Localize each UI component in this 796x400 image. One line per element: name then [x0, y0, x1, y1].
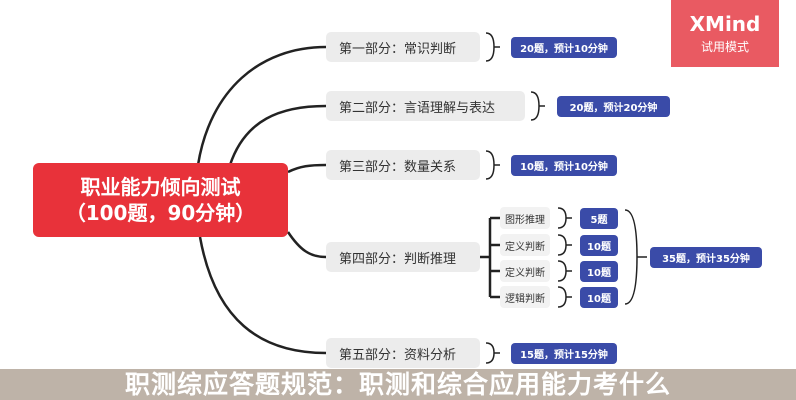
branch-label: 第五部分：资料分析	[339, 347, 457, 363]
sub-badge[interactable]: 5题	[580, 208, 618, 229]
branch-label: 第四部分：判断推理	[339, 251, 457, 267]
sub-topic[interactable]: 图形推理	[500, 207, 550, 229]
branch-2[interactable]: 第二部分：言语理解与表达	[326, 91, 525, 121]
root-label: 职业能力倾向测试（100题，90分钟）	[65, 175, 256, 225]
banner-title: 职测综应答题规范：职测和综合应用能力考什么	[124, 370, 671, 399]
sub-topic[interactable]: 逻辑判断	[500, 286, 550, 308]
sub-badge[interactable]: 10题	[580, 287, 618, 308]
sub-topic[interactable]: 定义判断	[500, 260, 550, 282]
branch-label: 第一部分：常识判断	[339, 41, 457, 57]
branch-label: 第三部分：数量关系	[339, 159, 457, 175]
branch-2-badge[interactable]: 20题，预计20分钟	[557, 96, 670, 117]
sub-badge[interactable]: 10题	[580, 235, 618, 256]
branch-1-badge[interactable]: 20题，预计10分钟	[511, 37, 617, 58]
title-banner: 职测综应答题规范：职测和综合应用能力考什么	[0, 369, 796, 400]
sub-topic[interactable]: 定义判断	[500, 234, 550, 256]
branch-4-badge[interactable]: 35题，预计35分钟	[650, 247, 762, 268]
sub-badge[interactable]: 10题	[580, 261, 618, 282]
branch-label: 第二部分：言语理解与表达	[339, 100, 496, 116]
branch-5[interactable]: 第五部分：资料分析	[326, 338, 480, 368]
watermark-brand: XMind	[689, 12, 761, 36]
branch-3-badge[interactable]: 10题，预计10分钟	[511, 155, 617, 176]
branch-5-badge[interactable]: 15题，预计15分钟	[511, 343, 617, 364]
root-topic[interactable]: 职业能力倾向测试（100题，90分钟）	[33, 163, 288, 237]
watermark-mode: 试用模式	[700, 40, 749, 54]
branch-4[interactable]: 第四部分：判断推理	[326, 242, 480, 272]
branch-1[interactable]: 第一部分：常识判断	[326, 32, 480, 62]
xmind-watermark: XMind 试用模式	[671, 0, 779, 67]
branch-3[interactable]: 第三部分：数量关系	[326, 150, 480, 180]
